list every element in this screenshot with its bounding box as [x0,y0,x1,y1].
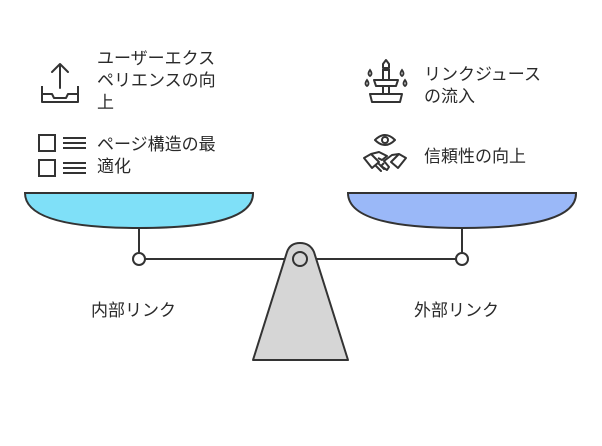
left-pan-caption: 内部リンク [91,301,176,321]
right-pan-caption: 外部リンク [414,301,499,321]
checklist-icon [38,133,88,187]
left-pivot [132,252,146,266]
fulcrum [252,242,349,361]
upload-tray-icon [38,58,82,112]
item-ux-label: ユーザーエクス ペリエンスの向 上 [97,49,216,113]
item-structure-label: ページ構造の最 適化 [97,135,216,177]
item-trust-label: 信頼性の向上 [424,147,526,167]
fountain-icon [362,58,410,112]
right-pan [346,192,578,230]
handshake-eye-icon [362,130,408,186]
fulcrum-pivot [292,251,308,267]
left-pan [23,192,255,230]
item-link-juice-label: リンクジュース の流入 [424,65,541,107]
right-pivot [455,252,469,266]
